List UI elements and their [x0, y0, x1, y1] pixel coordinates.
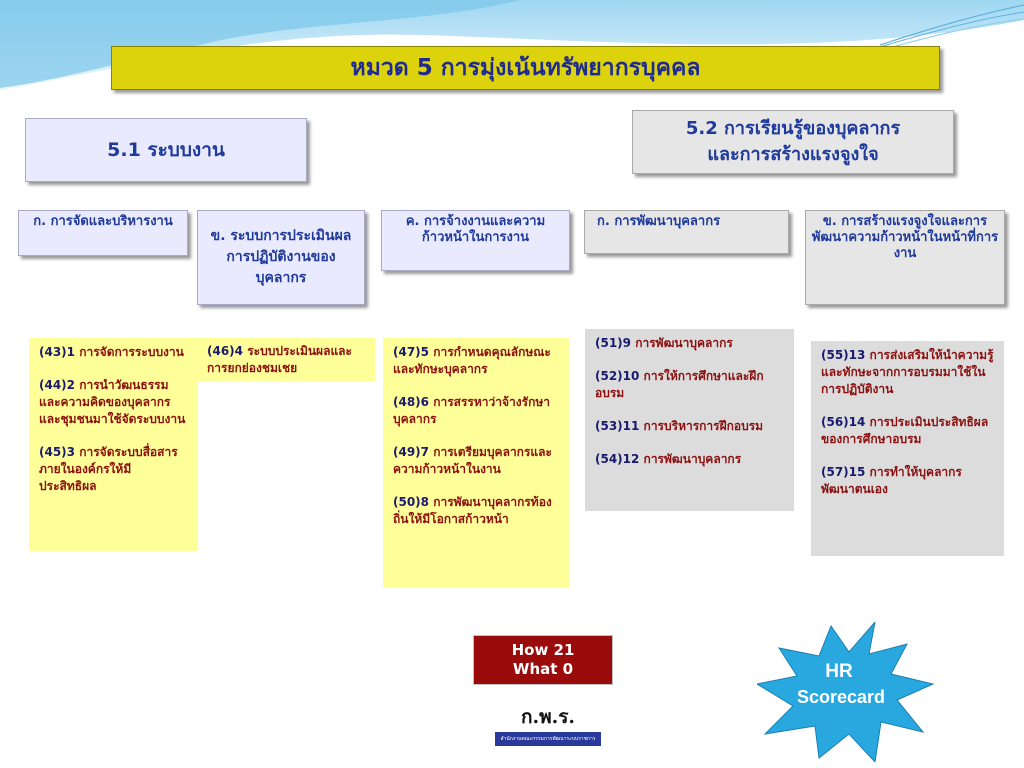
subsection-performance-evaluation: ข. ระบบการประเมินผลการปฏิบัติงานของบุคลา…	[197, 210, 365, 305]
items-column-4: (51)9 การพัฒนาบุคลากร (52)10 การให้การศึ…	[585, 329, 794, 511]
section-5-1: 5.1 ระบบงาน	[25, 118, 307, 182]
logo-name: ก.พ.ร.	[520, 706, 576, 728]
items-column-3: (47)5 การกำหนดคุณลักษณะและทักษะบุคลากร (…	[383, 338, 569, 588]
items-column-1: (43)1 การจัดการระบบงาน (44)2 การนำวัฒนธร…	[29, 338, 198, 551]
section-5-2-line1: 5.2 การเรียนรู้ของบุคลากร	[685, 118, 901, 139]
list-item: (48)6 การสรรหาว่าจ้างรักษาบุคลากร	[393, 395, 550, 426]
items-column-5: (55)13 การส่งเสริมให้นำความรู้และทักษะจา…	[811, 341, 1004, 556]
list-item: (49)7 การเตรียมบุคลากรและความก้าวหน้าในง…	[393, 445, 552, 476]
list-item: (44)2 การนำวัฒนธรรมและความคิดของบุคลากรแ…	[39, 378, 186, 426]
badge-line2: Scorecard	[797, 687, 885, 707]
list-item: (43)1 การจัดการระบบงาน	[39, 345, 184, 359]
list-item: (47)5 การกำหนดคุณลักษณะและทักษะบุคลากร	[393, 345, 551, 376]
list-item: (52)10 การให้การศึกษาและฝึกอบรม	[595, 369, 764, 400]
list-item: (54)12 การพัฒนาบุคลากร	[595, 452, 742, 466]
list-item: (53)11 การบริหารการฝึกอบรม	[595, 419, 764, 433]
hr-scorecard-badge: HR Scorecard	[757, 622, 935, 762]
how-what-summary: How 21 What 0	[473, 635, 613, 685]
list-item: (57)15 การทำให้บุคลากรพัฒนาตนเอง	[821, 465, 962, 496]
opdc-logo: ก.พ.ร. สำนักงานคณะกรรมการพัฒนาระบบราชการ	[495, 703, 601, 746]
what-count: What 0	[512, 660, 574, 678]
logo-caption: สำนักงานคณะกรรมการพัฒนาระบบราชการ	[495, 732, 601, 746]
section-5-2: 5.2 การเรียนรู้ของบุคลากร และการสร้างแรง…	[632, 110, 954, 174]
list-item: (55)13 การส่งเสริมให้นำความรู้และทักษะจา…	[821, 348, 994, 396]
subsection-motivation-advancement: ข. การสร้างแรงจูงใจและการพัฒนาความก้าวหน…	[805, 210, 1005, 305]
subsection-work-organization: ก. การจัดและบริหารงาน	[18, 210, 188, 256]
starburst-shape	[757, 622, 935, 762]
list-item: (51)9 การพัฒนาบุคลากร	[595, 336, 733, 350]
slide-title: หมวด 5 การมุ่งเน้นทรัพยากรบุคคล	[111, 46, 940, 90]
subsection-hiring-progress: ค. การจ้างงานและความก้าวหน้าในการงาน	[381, 210, 570, 271]
how-count: How 21	[511, 641, 575, 659]
list-item: (46)4 ระบบประเมินผลและการยกย่องชมเชย	[207, 344, 352, 375]
items-column-2: (46)4 ระบบประเมินผลและการยกย่องชมเชย	[198, 338, 375, 381]
badge-line1: HR	[825, 661, 853, 682]
list-item: (45)3 การจัดระบบสื่อสารภายในองค์กรให้มีป…	[39, 445, 178, 493]
list-item: (50)8 การพัฒนาบุคลากรท้องถิ่นให้มีโอกาสก…	[393, 495, 552, 526]
section-5-2-line2: และการสร้างแรงจูงใจ	[707, 144, 879, 165]
list-item: (56)14 การประเมินประสิทธิผลของการศึกษาอบ…	[821, 415, 989, 446]
subsection-staff-development: ก. การพัฒนาบุคลากร	[584, 210, 789, 254]
